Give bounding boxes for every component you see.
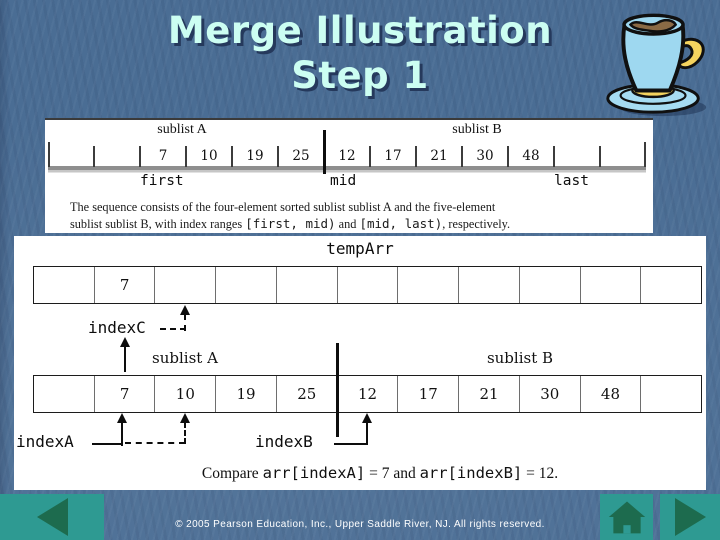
sublist-a-label-main: sublist A (152, 349, 218, 367)
indexa-arrow-line (121, 422, 124, 446)
copyright-text: © 2005 Pearson Education, Inc., Upper Sa… (175, 519, 545, 530)
array-cell: 48 (579, 376, 641, 412)
caption-line-2: sublist sublist B, with index ranges [fi… (70, 215, 511, 231)
array-cell: 17 (369, 140, 416, 167)
array-cell (640, 376, 701, 412)
indexc-arrow-line (184, 314, 186, 331)
array-cell (458, 267, 519, 303)
page-title: Merge Illustration Step 1 (0, 8, 720, 98)
caption-line-1: The sequence consists of the four-elemen… (70, 200, 496, 214)
copy-arrow-line (124, 345, 127, 372)
code-first-mid: [first, mid) (245, 215, 336, 231)
mid-divider-line-main (336, 343, 339, 437)
code-arr-indexa: arr[indexA] (262, 464, 366, 482)
title-line-1: Merge Illustration (167, 9, 553, 52)
array-cell: 30 (461, 140, 508, 167)
array-cell (579, 267, 641, 303)
compare-statement: Compare arr[indexA] = 7 and arr[indexB] … (201, 464, 559, 482)
array-cell: 7 (139, 140, 186, 167)
indexb-arrow-line (366, 422, 369, 445)
sublist-b-label-main: sublist B (486, 349, 554, 367)
forward-arrow-icon (674, 498, 706, 536)
figure-caption: The sequence consists of the four-elemen… (70, 200, 635, 232)
array-cell (34, 267, 94, 303)
array-cell (553, 140, 600, 167)
array-cell: 48 (507, 140, 554, 167)
indexa-next-arrow-line (184, 422, 186, 444)
back-button[interactable] (0, 494, 104, 540)
code-arr-indexb: arr[indexB] (419, 464, 523, 482)
array-cell (34, 376, 94, 412)
array-cell: 7 (93, 267, 155, 303)
array-cell (215, 267, 276, 303)
array-cell: 21 (458, 376, 519, 412)
array-cell: 17 (397, 376, 458, 412)
home-button[interactable] (600, 494, 653, 540)
sublist-b-label: sublist B (452, 122, 502, 137)
indexa-connector-line (92, 443, 122, 446)
temp-array: 7 (33, 266, 702, 304)
array-cell (640, 267, 701, 303)
indexa-arrowhead-icon (117, 413, 127, 423)
array-cell (154, 267, 215, 303)
home-icon (608, 501, 645, 534)
indexb-label: indexB (255, 432, 313, 451)
array-cell (48, 140, 94, 166)
indexa-label: indexA (16, 432, 74, 451)
title-line-2: Step 1 (291, 54, 429, 97)
array-cell: 12 (336, 376, 398, 412)
code-mid-last: [mid, last) (359, 215, 443, 231)
indexc-label: indexC (88, 318, 146, 337)
indexb-connector-line (334, 443, 368, 446)
array-cell: 12 (323, 140, 370, 167)
array-cell (93, 140, 140, 167)
array-cell: 30 (518, 376, 580, 412)
array-cell: 25 (277, 140, 324, 167)
coffee-cup-image (606, 13, 707, 117)
array-cell: 10 (185, 140, 232, 167)
forward-button[interactable] (660, 494, 720, 540)
array-cell: 19 (231, 140, 278, 167)
array-cell: 7 (93, 376, 155, 412)
array-cell (518, 267, 580, 303)
sublist-a-label: sublist A (157, 122, 207, 137)
temparr-label: tempArr (326, 239, 394, 258)
back-arrow-icon (36, 498, 68, 536)
array-cell: 10 (154, 376, 215, 412)
indexc-connector-line (160, 328, 186, 330)
mid-pointer-label: mid (330, 173, 357, 189)
last-pointer-label: last (554, 173, 589, 189)
indexa-next-arrowhead-icon (180, 413, 190, 423)
array-cell (599, 140, 646, 167)
indexa-dashed-connector-line (125, 442, 185, 444)
array-cell: 21 (415, 140, 462, 167)
array-cell (336, 267, 398, 303)
array-cell (397, 267, 458, 303)
array-cell: 19 (215, 376, 276, 412)
first-pointer-label: first (140, 173, 184, 189)
copy-arrowhead-icon (120, 337, 130, 347)
array-cell (275, 267, 337, 303)
array-cell: 25 (275, 376, 337, 412)
indexb-arrowhead-icon (362, 413, 372, 423)
indexc-arrowhead-icon (180, 305, 190, 315)
mid-divider-line (323, 130, 326, 174)
